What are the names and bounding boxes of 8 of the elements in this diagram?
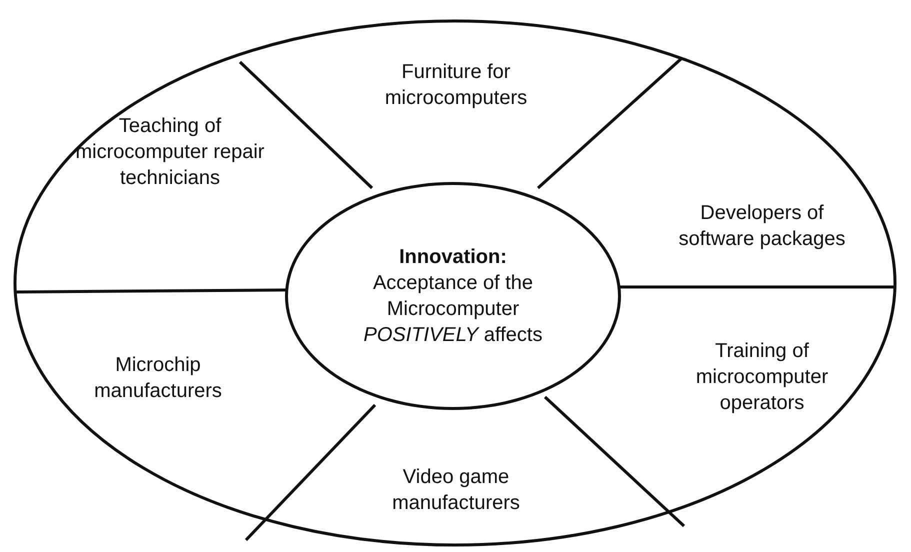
segment-label: Training of microcomputer operators <box>662 338 862 416</box>
segment-label: Developers of software packages <box>662 200 862 252</box>
segment-label: Video game manufacturers <box>356 464 556 516</box>
segment-label: Microchip manufacturers <box>58 352 258 404</box>
segment-label: Teaching of microcomputer repair technicians <box>62 113 278 191</box>
segment-label: Furniture for microcomputers <box>356 59 556 111</box>
center-text: Acceptance of the Microcomputer POSITIVELY affects <box>362 271 544 348</box>
center-heading: Innovation: <box>399 245 507 270</box>
